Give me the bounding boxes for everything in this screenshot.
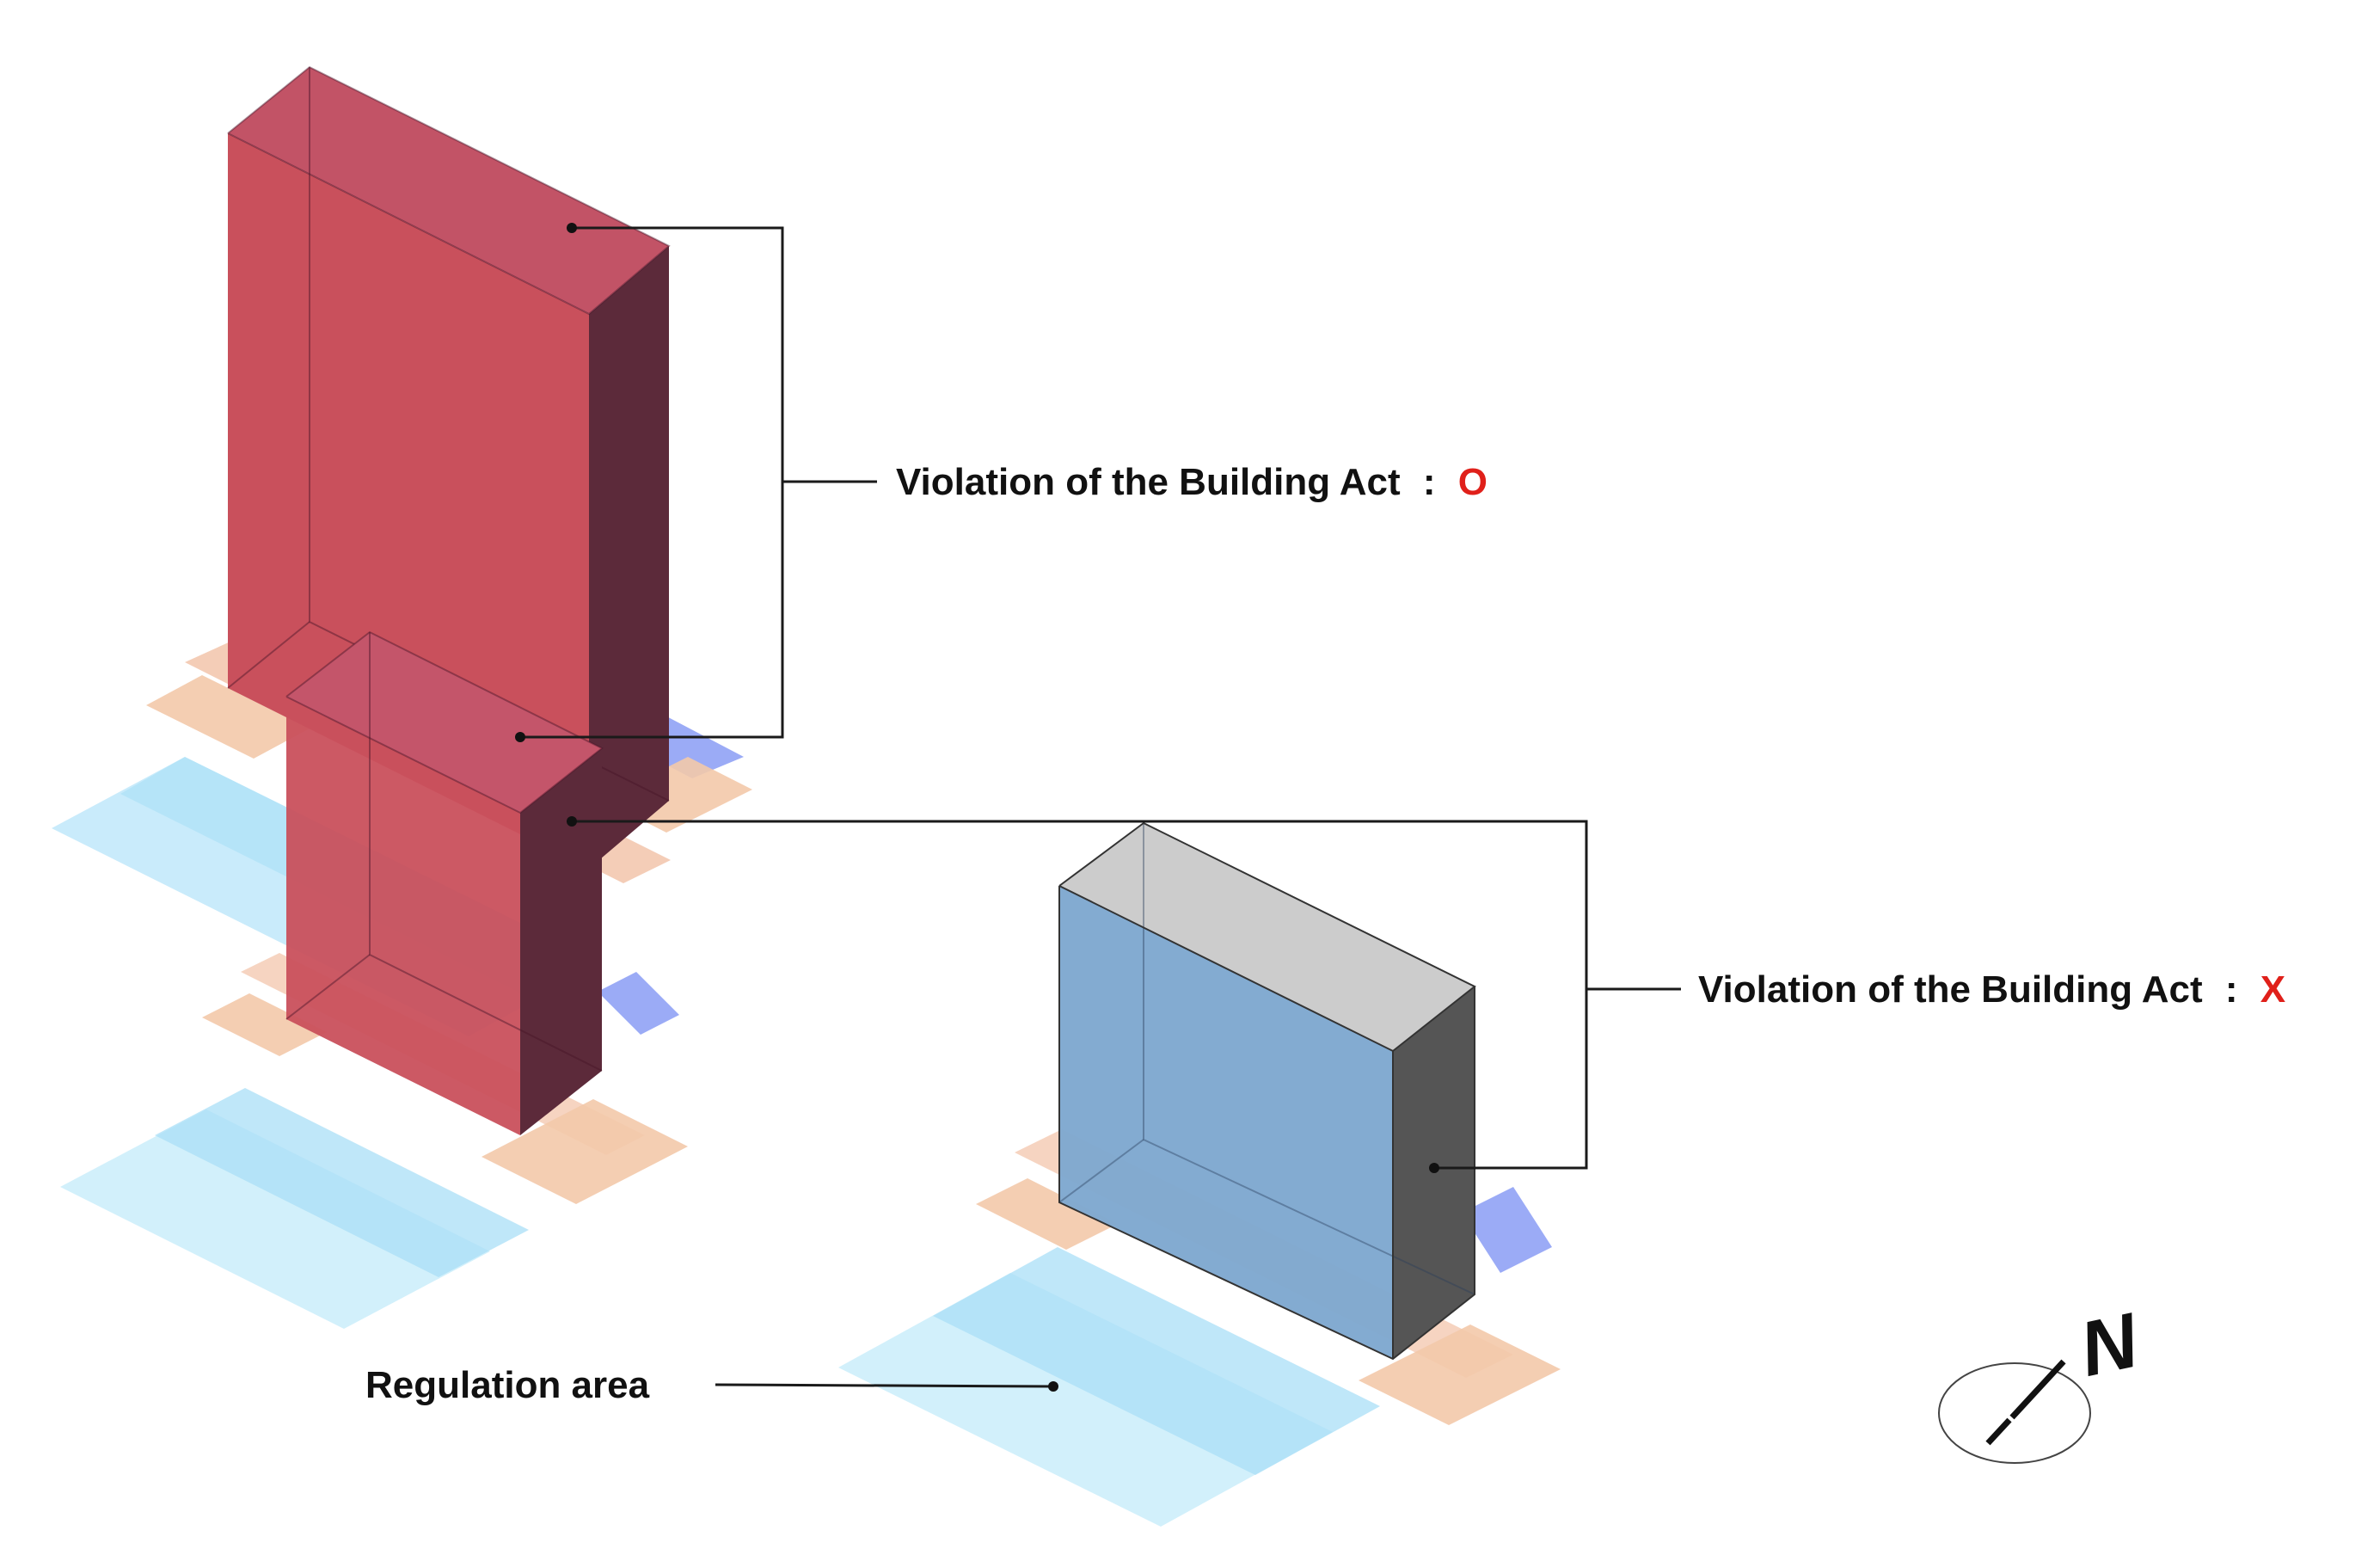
site-2-short-building [60, 630, 688, 1329]
site-2-setback-blue [598, 972, 679, 1035]
north-arrow-line-lower [1985, 1417, 2012, 1446]
site-2-hidden-edge [369, 632, 603, 1072]
violation-value-x: X [2260, 968, 2285, 1011]
site-1-setback-orange-left [146, 675, 310, 759]
site-3-regulation-band [933, 1247, 1380, 1475]
label-violation-x-text: Violation of the Building Act [1698, 968, 2203, 1011]
site-3-setback-blue [1462, 1187, 1552, 1273]
label-regulation-area: Regulation area [365, 1364, 650, 1406]
site-2-setback-orange-right [482, 1099, 688, 1204]
site-3-hidden-edge [1143, 823, 1475, 1295]
north-arrow-ellipse [1938, 1362, 2091, 1464]
violation-value-o: O [1458, 461, 1488, 503]
label-violation-x: Violation of the Building Act : X [1698, 968, 2285, 1011]
site-1-hidden-edge-base [227, 621, 310, 689]
north-arrow-icon: N [1938, 1297, 2147, 1464]
label-violation-o: Violation of the Building Act : O [896, 461, 1488, 503]
leader-lines [515, 223, 1681, 1392]
north-arrow-line [2009, 1359, 2066, 1420]
site-1-building-top-face [228, 67, 669, 314]
label-violation-o-text: Violation of the Building Act [896, 461, 1401, 503]
label-violation-o-colon: : [1423, 461, 1436, 503]
site-3-compliant-building [838, 821, 1561, 1527]
leader-dot-tall-building [567, 223, 577, 233]
site-1-building-side-face [589, 246, 669, 869]
site-3-building-top-face [1059, 823, 1475, 1051]
site-2-building-front-face [286, 697, 520, 1135]
site-2-building-top-face [286, 632, 602, 813]
site-1-top-outline [227, 65, 671, 316]
leader-dot-short-building-side [567, 816, 577, 827]
site-3-setback-orange-left [976, 1178, 1118, 1250]
site-2-hidden-edge-base [285, 954, 371, 1020]
leader-dot-regulation-area [1048, 1381, 1058, 1392]
site-2-regulation-area [60, 1109, 490, 1329]
leader-dot-compliant-building [1429, 1163, 1439, 1173]
leader-regulation-area [715, 1383, 1054, 1388]
site-3-hidden-edge-base [1058, 1139, 1144, 1203]
site-2-building-side-face [520, 748, 602, 1135]
site-3-setback-orange-right [1359, 1325, 1561, 1425]
site-2-regulation-band [155, 1088, 529, 1277]
north-arrow-letter: N [2072, 1297, 2146, 1393]
leader-violation-x [572, 820, 1588, 1170]
leader-dot-short-building [515, 732, 525, 742]
label-violation-x-colon: : [2225, 968, 2238, 1011]
site-3-regulation-area [838, 1273, 1333, 1527]
site-2-setback-orange-left [202, 993, 327, 1056]
site-2-top-outline [285, 630, 604, 814]
